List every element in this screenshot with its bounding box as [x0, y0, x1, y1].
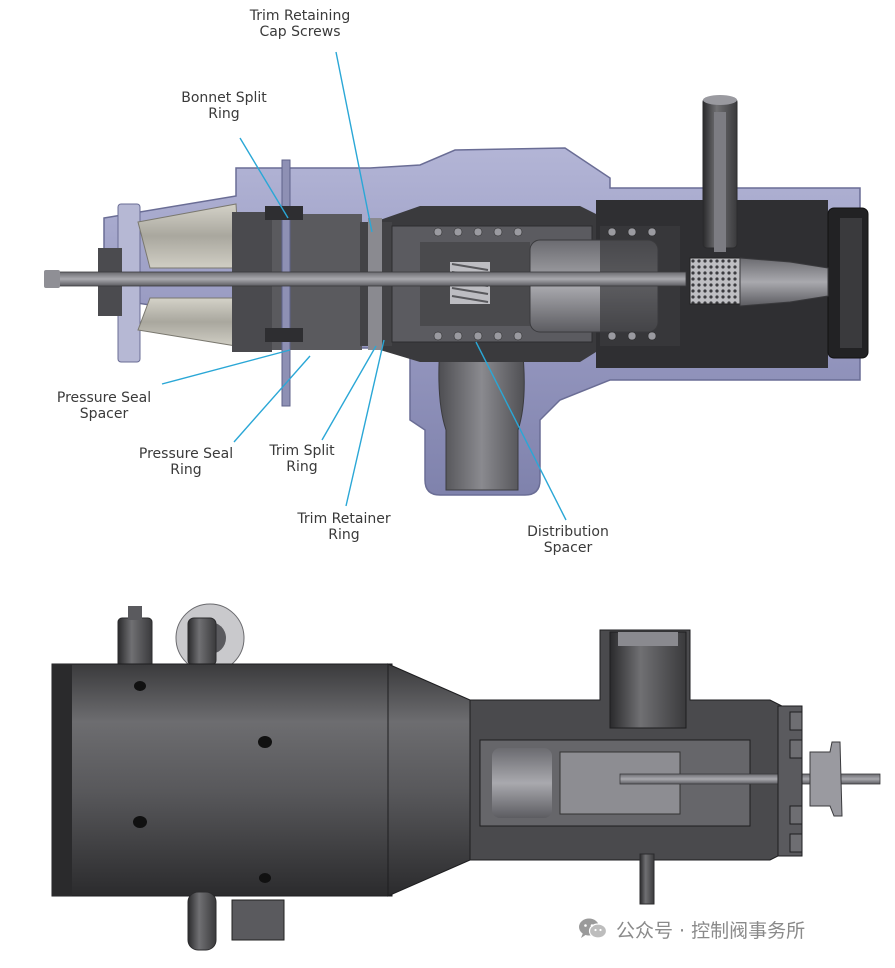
label-trim-retainer-ring: Trim Retainer Ring [297, 511, 390, 543]
stem-end [44, 270, 60, 288]
label-line: Pressure Seal [138, 446, 234, 462]
right-outlet-top [609, 631, 687, 729]
label-line: Cap Screws [259, 24, 341, 40]
top-valve-section [44, 51, 869, 521]
label-line: Distribution [527, 524, 609, 540]
leader-pressure-seal-spacer [161, 349, 291, 385]
label-line: Ring [170, 462, 202, 478]
right-flange-bolts [789, 711, 803, 853]
watermark-text: 公众号 · 控制阀事务所 [616, 919, 806, 942]
top-fitting-pipe [187, 617, 217, 667]
top-fitting-left [117, 617, 153, 669]
leader-trim-retainer-ring [345, 339, 385, 507]
label-line: Ring [208, 106, 240, 122]
wechat-icon [579, 918, 608, 939]
leader-trim-split-ring [321, 345, 377, 441]
bottom-pipe-left [187, 891, 217, 951]
label-line: Bonnet Split [181, 90, 267, 106]
right-outlet-mouth [618, 632, 678, 646]
label-bonnet-split-ring: Bonnet Split Ring [181, 90, 267, 122]
bonnet-bolt-bottom [265, 328, 303, 342]
handle-right [809, 741, 843, 817]
watermark: 公众号 · 控制阀事务所 [578, 916, 805, 942]
label-line: Trim Retainer [297, 511, 391, 527]
label-line: Trim Retaining [249, 8, 351, 24]
bottom-valve-fitting [231, 899, 285, 941]
leader-trim-retaining-cap-screws [335, 51, 373, 233]
label-line: Ring [328, 527, 360, 543]
right-flange [777, 705, 803, 857]
leader-lines [161, 51, 567, 521]
bottom-valve-section [51, 603, 881, 951]
outlet-neck [438, 344, 525, 491]
label-trim-split-ring: Trim Split Ring [269, 443, 334, 475]
main-cylinder [51, 663, 393, 897]
bonnet-bolt-top [265, 206, 303, 220]
label-pressure-seal-ring: Pressure Seal Ring [139, 446, 233, 478]
cone-lower [137, 297, 241, 347]
label-distribution-spacer: Distribution Spacer [527, 524, 609, 556]
mesh-screen [689, 257, 741, 305]
leader-distribution-spacer [475, 341, 567, 521]
cylinder-rim [52, 664, 72, 896]
leader-pressure-seal-ring [233, 355, 311, 443]
cylinder-holes [133, 681, 272, 883]
cage-bolts [433, 227, 657, 341]
leader-bonnet-split-ring [239, 137, 289, 219]
label-pressure-seal-spacer: Pressure Seal Spacer [57, 390, 151, 422]
label-trim-retaining-cap-screws: Trim Retaining Cap Screws [250, 8, 350, 40]
inlet-pipe-top [703, 95, 737, 105]
label-line: Spacer [543, 540, 593, 556]
label-line: Pressure Seal [56, 390, 152, 406]
inner-plug-lower [492, 748, 552, 818]
bottom-stem [619, 773, 881, 785]
inlet-pipe-bore [714, 112, 726, 252]
label-line: Spacer [79, 406, 129, 422]
top-fitting-left-cap [128, 606, 142, 620]
label-line: Trim Split [269, 443, 335, 459]
spray-nozzle [739, 257, 829, 307]
bottom-drain [639, 853, 655, 905]
label-line: Ring [286, 459, 318, 475]
right-cap-face [840, 218, 862, 348]
valve-stem [45, 271, 687, 287]
cone-section [387, 663, 471, 897]
